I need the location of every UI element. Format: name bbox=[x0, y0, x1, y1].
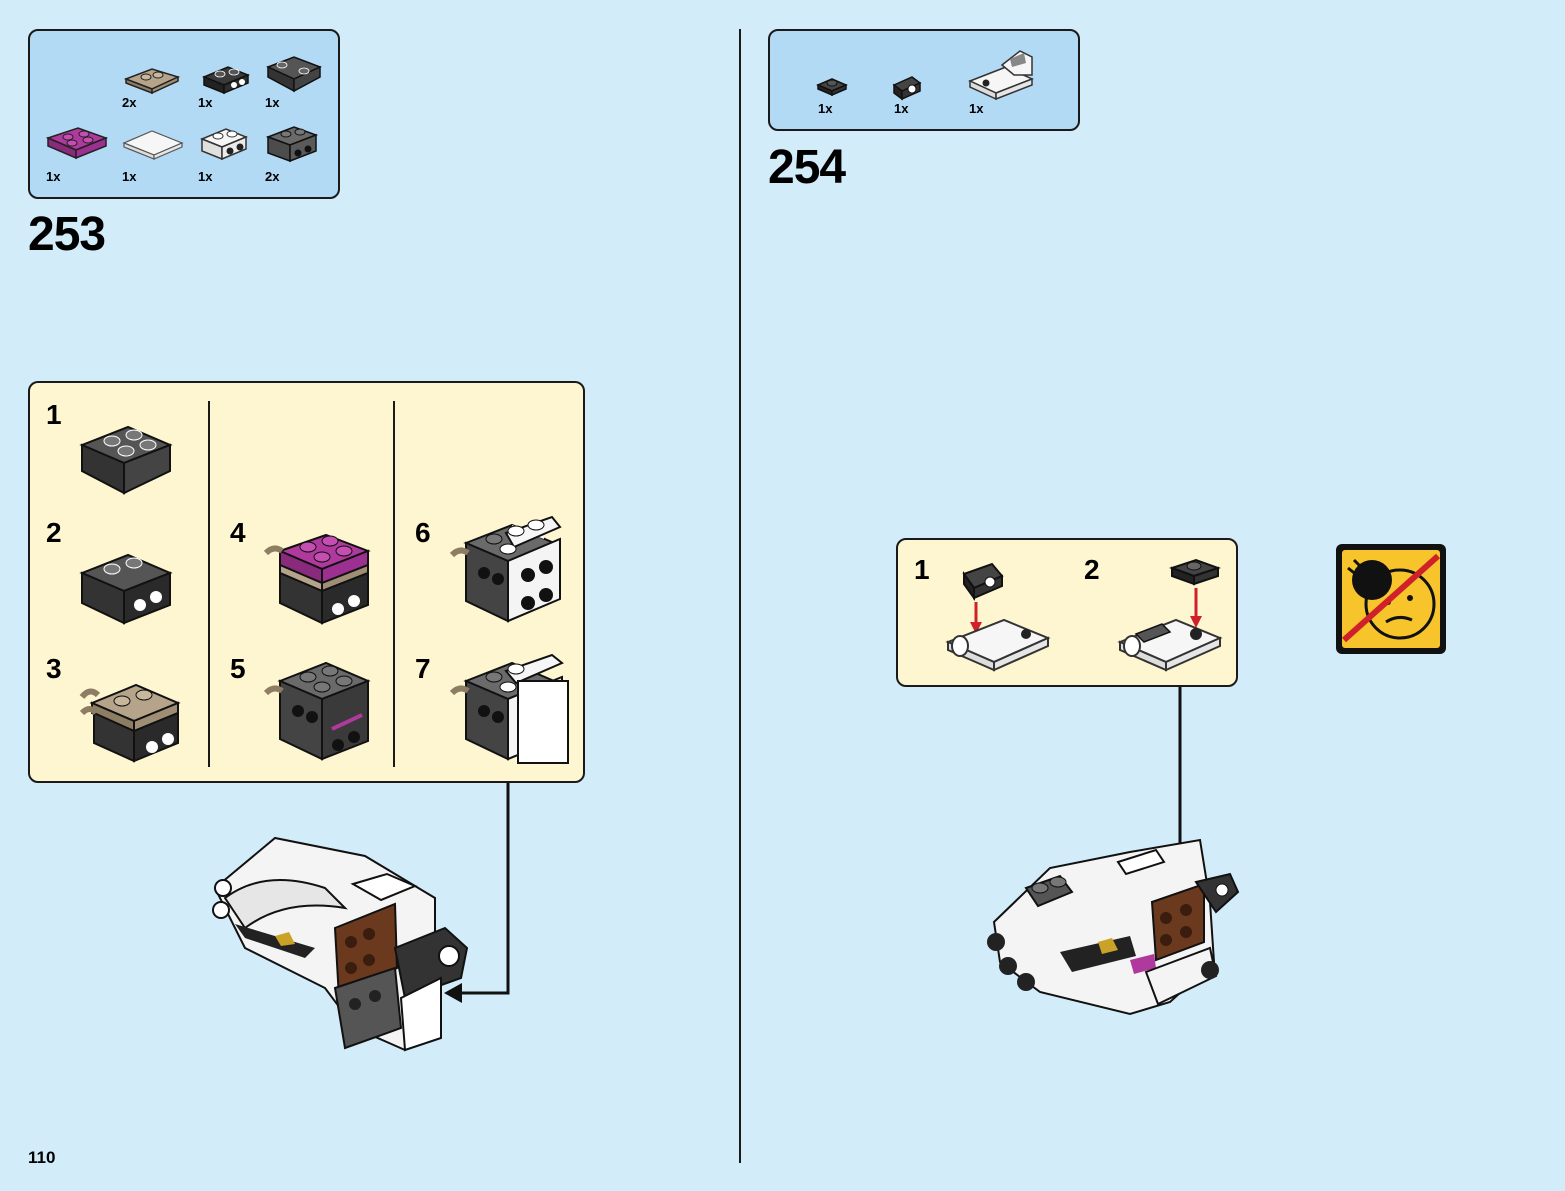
no-small-parts-warning-icon bbox=[1334, 542, 1448, 656]
part-qty: 1x bbox=[198, 169, 212, 184]
part-qty: 1x bbox=[894, 101, 908, 116]
substep-number: 5 bbox=[230, 653, 246, 685]
black-round-plate-icon bbox=[814, 75, 850, 99]
page-number: 110 bbox=[28, 1148, 55, 1168]
substep-number: 2 bbox=[46, 517, 62, 549]
part-qty: 1x bbox=[198, 95, 212, 110]
magenta-plate-illustration bbox=[262, 531, 380, 629]
inverted-slope-illustration bbox=[78, 421, 174, 497]
dark-clip-icon bbox=[890, 73, 924, 101]
part-qty: 2x bbox=[265, 169, 279, 184]
substep-panel-254: 1 2 bbox=[896, 538, 1238, 687]
dark-inverted-slope-icon bbox=[264, 55, 324, 95]
substep-number: 6 bbox=[415, 517, 431, 549]
part-qty: 1x bbox=[122, 169, 136, 184]
white-bracket-illustration bbox=[448, 517, 568, 627]
dark-grey-brick-illustration bbox=[262, 655, 380, 767]
part-qty: 1x bbox=[969, 101, 983, 116]
part-qty: 1x bbox=[46, 169, 60, 184]
white-tile-illustration bbox=[448, 655, 570, 769]
clip-attach-illustration bbox=[944, 562, 1054, 674]
tan-clip-illustration bbox=[78, 673, 190, 765]
substep-number: 7 bbox=[415, 653, 431, 685]
model-illustration-254 bbox=[980, 832, 1242, 1018]
substep-number: 1 bbox=[46, 399, 62, 431]
white-tile-icon bbox=[122, 129, 184, 163]
white-subassembly-icon bbox=[966, 45, 1036, 101]
substep-number: 4 bbox=[230, 517, 246, 549]
part-qty: 2x bbox=[122, 95, 136, 110]
parts-list-254: 1x 1x 1x bbox=[768, 29, 1080, 131]
black-bracket-illustration bbox=[78, 549, 178, 629]
column-divider bbox=[393, 401, 395, 767]
step-number: 253 bbox=[28, 207, 105, 262]
tan-clip-plate-icon bbox=[122, 65, 182, 95]
black-bracket-icon bbox=[200, 61, 252, 95]
step-number: 254 bbox=[768, 140, 845, 195]
substep-number: 1 bbox=[914, 554, 930, 586]
substep-panel-253: 1 2 3 4 5 6 7 bbox=[28, 381, 585, 783]
substep-number: 3 bbox=[46, 653, 62, 685]
page-divider bbox=[739, 29, 741, 1163]
part-qty: 1x bbox=[818, 101, 832, 116]
substep-number: 2 bbox=[1084, 554, 1100, 586]
white-bracket-icon bbox=[198, 125, 250, 163]
parts-list-253: 2x 1x 1x 1x 1x 1x bbox=[28, 29, 340, 199]
dark-grey-brick-icon bbox=[264, 123, 320, 165]
model-illustration-253 bbox=[205, 828, 475, 1054]
part-qty: 1x bbox=[265, 95, 279, 110]
column-divider bbox=[208, 401, 210, 767]
round-plate-attach-illustration bbox=[1116, 558, 1226, 674]
magenta-plate-icon bbox=[46, 126, 108, 166]
